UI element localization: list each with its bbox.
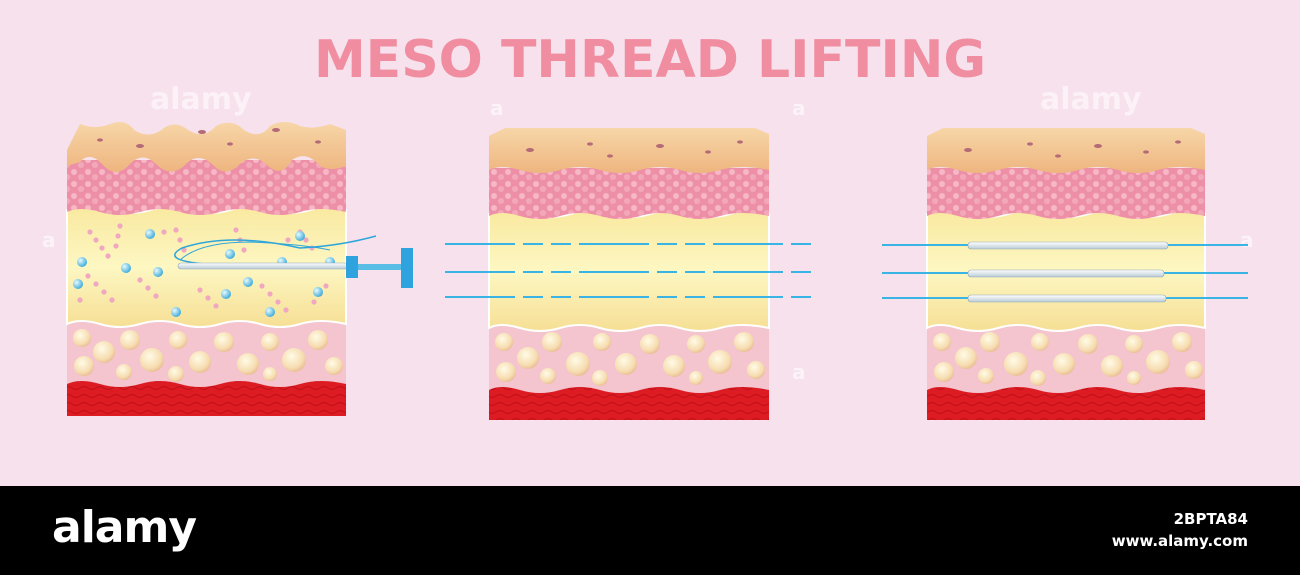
watermark: alamy — [1040, 82, 1142, 117]
panel-threads-lifted — [882, 128, 1248, 420]
dermis-layer — [489, 168, 769, 219]
watermark-mark: a — [42, 228, 56, 252]
footer-bar: alamy 2BPTA84 www.alamy.com — [0, 486, 1300, 575]
skin-pores — [97, 128, 321, 148]
watermark-mark: a — [792, 360, 806, 384]
footer-image-info: 2BPTA84 www.alamy.com — [1112, 508, 1248, 552]
image-id: 2BPTA84 — [1173, 510, 1248, 528]
needle-hub — [346, 256, 358, 278]
page-title: MESO THREAD LIFTING — [313, 30, 987, 90]
footer-logo: alamy — [52, 502, 197, 553]
solid-threads — [967, 241, 1169, 303]
hyaluronic-bubbles — [73, 229, 335, 317]
panel-threads-placed — [445, 128, 812, 420]
skin-layer-diagram — [66, 122, 1248, 420]
needle-shaft — [177, 262, 349, 270]
epidermis-layer — [489, 128, 769, 173]
thread-loop — [174, 235, 377, 265]
site-url: www.alamy.com — [1111, 532, 1248, 550]
skin-pores — [964, 140, 1181, 158]
fat-cells — [495, 332, 765, 386]
needle-grip — [401, 248, 413, 288]
dermis-layer — [927, 168, 1205, 219]
panel-injection — [66, 122, 413, 416]
fat-cells — [933, 332, 1203, 386]
dermis-layer — [67, 160, 346, 215]
watermark-mark: a — [490, 96, 504, 120]
needle-handle — [358, 264, 402, 270]
watermark-mark: a — [792, 96, 806, 120]
skin-pores — [526, 140, 743, 158]
fat-cells — [73, 329, 343, 382]
epidermis-layer — [67, 122, 346, 172]
dashed-threads — [445, 243, 812, 298]
epidermis-layer — [927, 128, 1205, 173]
watermark: alamy — [150, 82, 252, 117]
